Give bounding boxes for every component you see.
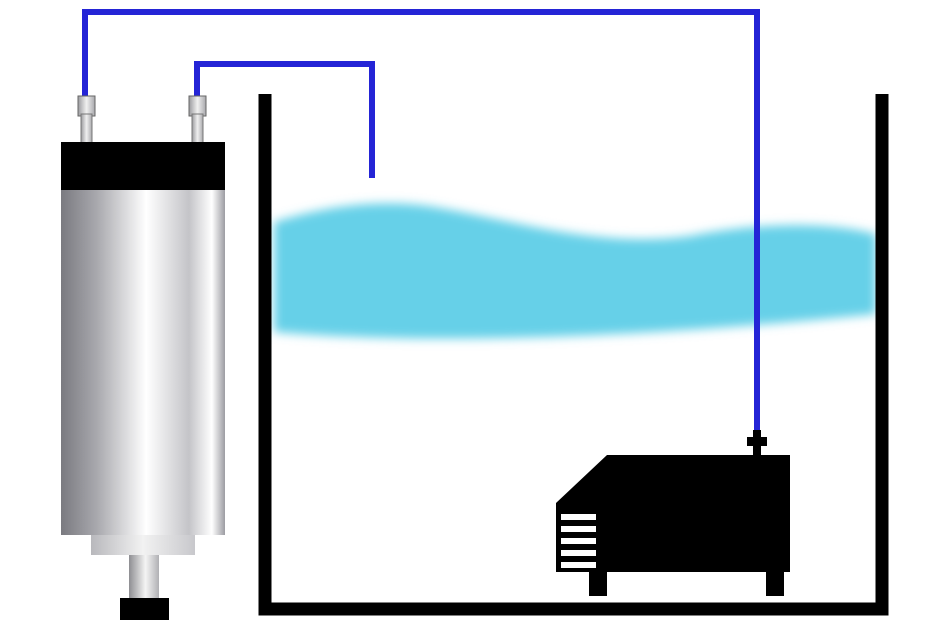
spindle-shaft: [129, 555, 159, 598]
coolant-return-tube: [82, 9, 760, 440]
spindle-bottom-ring: [91, 535, 195, 555]
submersible-pump: [556, 430, 790, 596]
coolant-water: [274, 203, 876, 339]
pump-vent-slots: [561, 514, 596, 568]
spindle-right-fitting: [188, 95, 207, 145]
pump-foot-right: [766, 572, 784, 596]
pump-body: [556, 455, 790, 572]
spindle-body: [61, 190, 225, 535]
spindle-motor: [61, 95, 225, 620]
spindle-top-cap: [61, 142, 225, 191]
pump-outlet-collar: [747, 437, 767, 446]
coolant-inlet-tube: [194, 61, 375, 178]
spindle-collet-nut: [120, 598, 169, 620]
water-tank: [258, 94, 889, 616]
pump-foot-left: [589, 572, 607, 596]
spindle-left-fitting: [77, 95, 96, 145]
